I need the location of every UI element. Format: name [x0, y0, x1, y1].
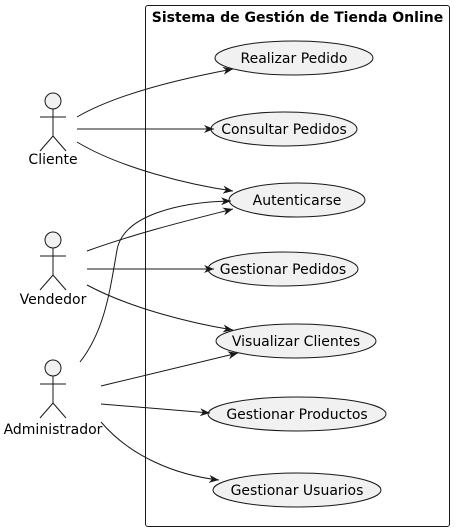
assoc-cliente-autenticarse	[76, 141, 234, 194]
usecase-consultar-pedidos: Consultar Pedidos	[210, 111, 358, 147]
system-boundary: Sistema de Gestión de Tienda Online	[145, 5, 450, 527]
actor-cliente: Cliente	[28, 92, 78, 168]
usecase-gestionar-usuarios-label: Gestionar Usuarios	[231, 483, 364, 499]
actor-administrador: Administrador	[4, 359, 103, 438]
assoc-vendedor-autenticarse	[86, 207, 234, 252]
assoc-cliente-realizar-pedido	[76, 66, 234, 118]
usecase-consultar-pedidos-label: Consultar Pedidos	[221, 122, 347, 138]
usecase-visualizar-clientes: Visualizar Clientes	[215, 323, 377, 359]
usecase-gestionar-pedidos: Gestionar Pedidos	[207, 251, 359, 287]
actor-vendedor: Vendedor	[20, 231, 87, 308]
usecase-gestionar-usuarios: Gestionar Usuarios	[212, 472, 382, 508]
assoc-administrador-autenticarse	[79, 197, 232, 363]
actor-administrador-label: Administrador	[4, 422, 103, 438]
assoc-administrador-gestionar-usuarios	[100, 421, 220, 483]
actor-cliente-icon	[39, 92, 67, 152]
actor-vendedor-icon	[39, 231, 67, 291]
usecase-realizar-pedido-label: Realizar Pedido	[241, 51, 348, 67]
usecase-autenticarse: Autenticarse	[228, 182, 366, 218]
system-title: Sistema de Gestión de Tienda Online	[152, 10, 443, 26]
assoc-vendedor-visualizar-clientes	[86, 284, 234, 333]
usecase-realizar-pedido: Realizar Pedido	[214, 40, 374, 76]
actor-vendedor-label: Vendedor	[20, 292, 87, 308]
actor-administrador-icon	[39, 359, 67, 419]
usecase-autenticarse-label: Autenticarse	[253, 193, 342, 209]
usecase-gestionar-productos: Gestionar Productos	[207, 396, 387, 432]
usecase-gestionar-pedidos-label: Gestionar Pedidos	[220, 262, 346, 278]
usecase-visualizar-clientes-label: Visualizar Clientes	[232, 334, 360, 350]
actor-cliente-label: Cliente	[28, 152, 77, 168]
assoc-administrador-gestionar-productos	[100, 403, 211, 417]
assoc-administrador-visualizar-clientes	[100, 351, 239, 387]
usecase-gestionar-productos-label: Gestionar Productos	[226, 407, 367, 423]
